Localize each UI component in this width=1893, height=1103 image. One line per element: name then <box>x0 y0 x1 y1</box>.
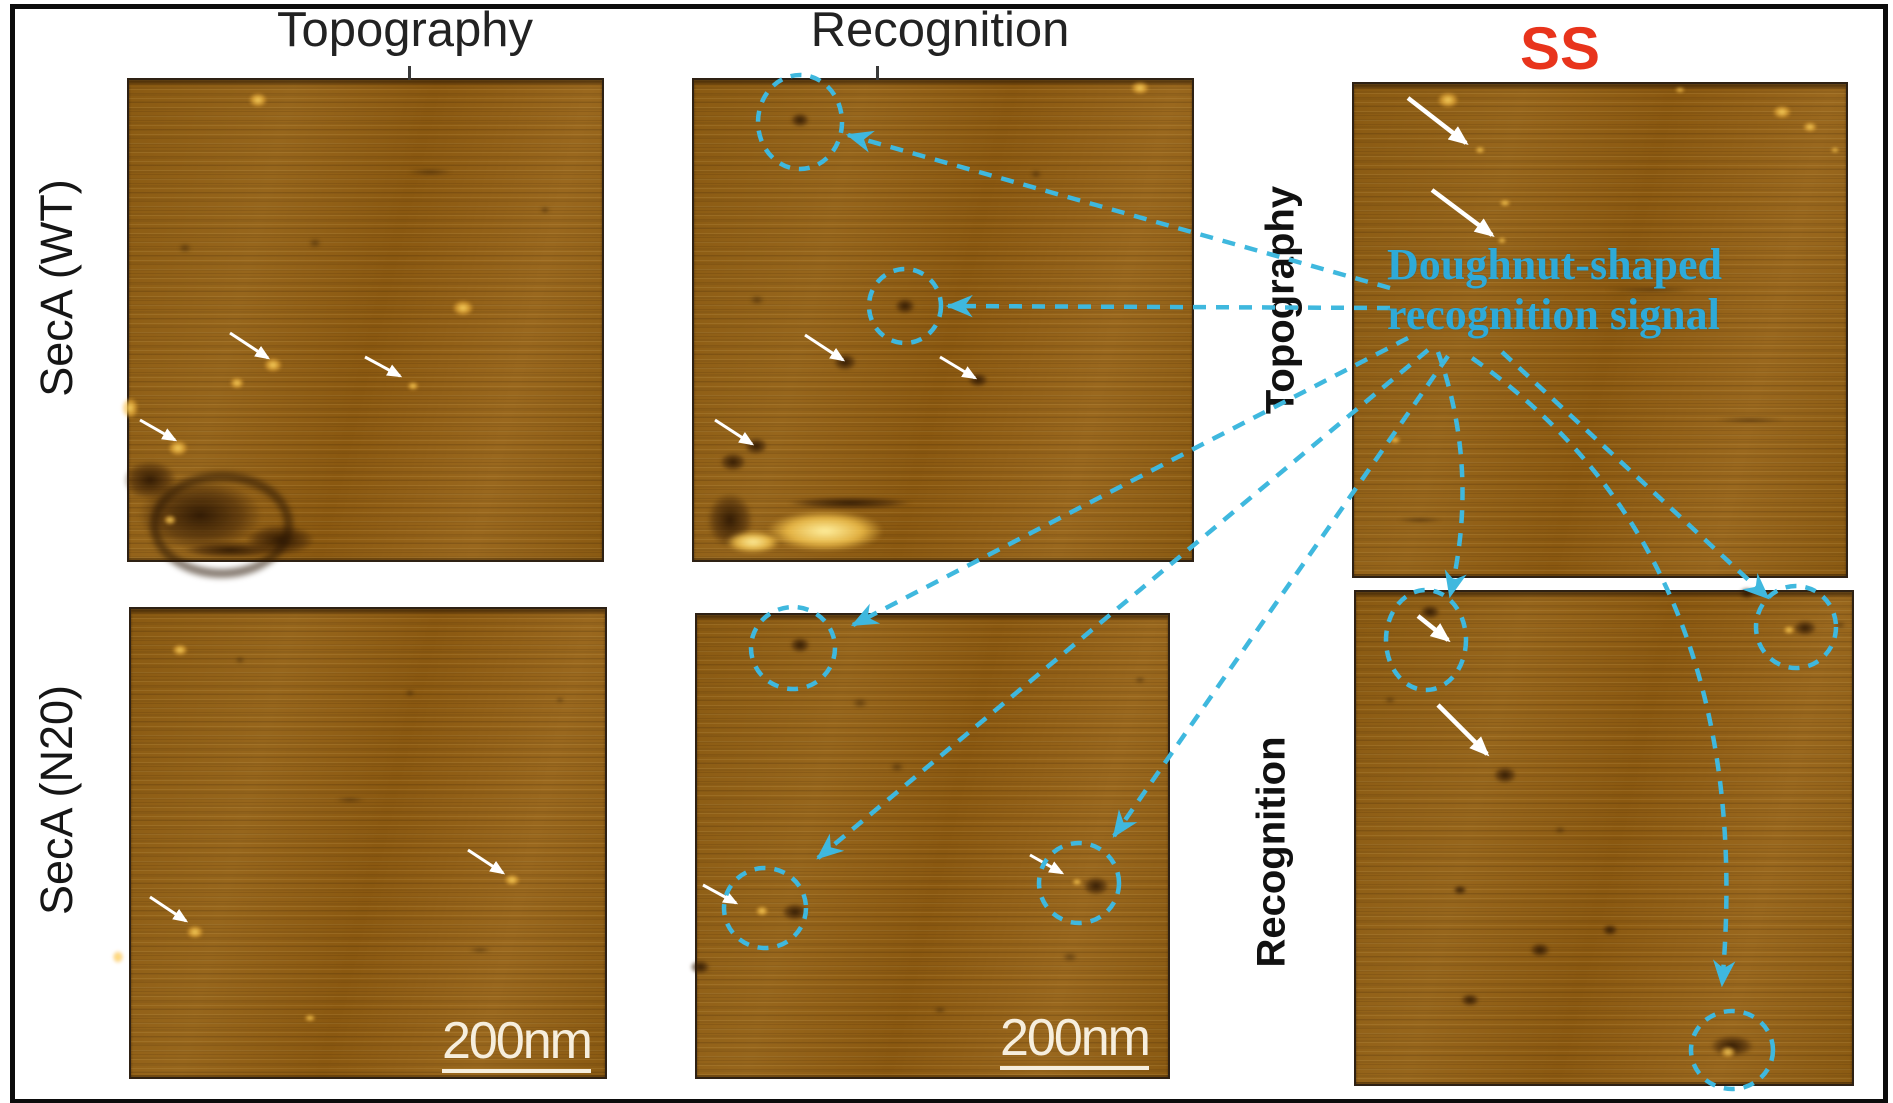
annotation-doughnut-signal: Doughnut-shaped recognition signal <box>1387 240 1722 340</box>
tick-mark <box>408 66 411 80</box>
annotation-line-1: Doughnut-shaped <box>1387 240 1723 289</box>
annotation-line-2: recognition signal <box>1387 290 1720 339</box>
panel-wt-recognition <box>692 78 1194 562</box>
right-label-recognition: Recognition <box>1249 736 1294 968</box>
row-label-seca-wt: SecA (WT) <box>31 179 82 397</box>
column-header-topography: Topography <box>276 3 534 57</box>
tick-mark <box>876 66 879 80</box>
column-header-recognition: Recognition <box>810 3 1070 57</box>
scale-bar-n20-topography: 200nm <box>442 1015 593 1073</box>
row-label-seca-n20: SecA (N20) <box>31 684 82 916</box>
column-header-ss: SS <box>1519 15 1601 82</box>
scale-bar-n20-recognition: 200nm <box>1000 1012 1151 1070</box>
panel-n20-topography <box>129 607 607 1079</box>
right-label-topography: Topography <box>1258 185 1303 415</box>
panel-ss-recognition <box>1354 590 1854 1086</box>
